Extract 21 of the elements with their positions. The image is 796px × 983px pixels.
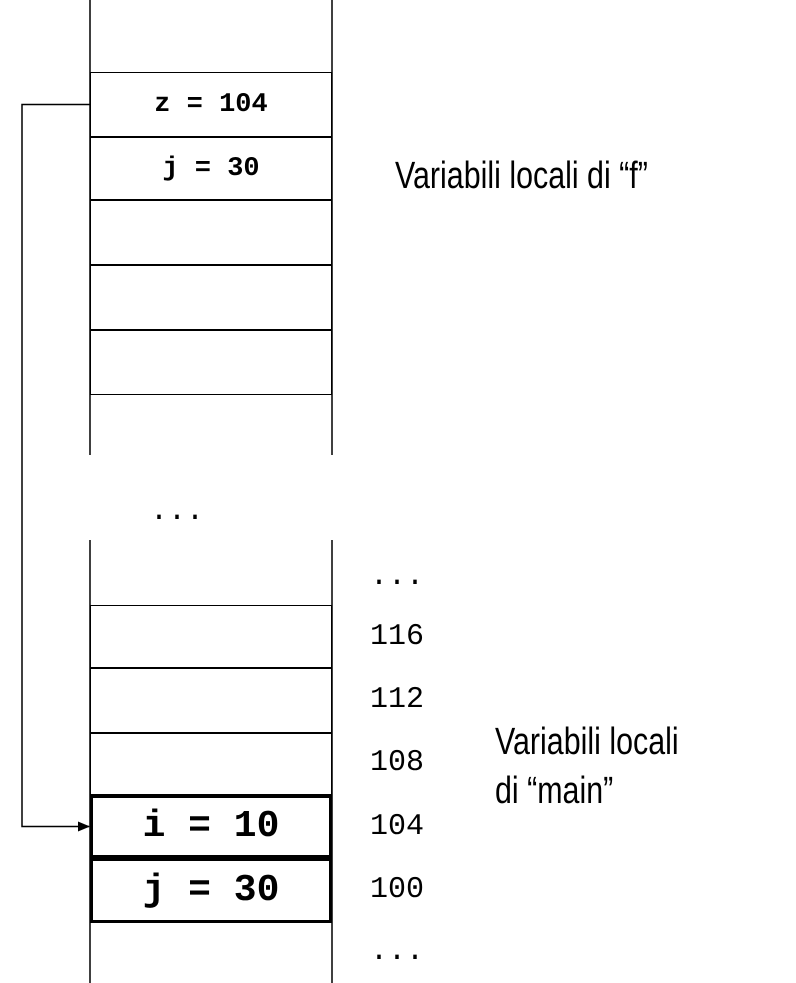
- ellipsis: ...: [370, 560, 424, 594]
- empty-memory-cell: [90, 330, 332, 395]
- pointer-arrow: [21, 104, 90, 832]
- empty-memory-cell: [90, 265, 332, 330]
- memory-cell: j = 30: [90, 858, 332, 923]
- empty-memory-cell: [90, 668, 332, 733]
- section-label: Variabili locali di “f”: [395, 154, 648, 199]
- empty-memory-cell: [90, 605, 332, 668]
- memory-cell: z = 104: [90, 72, 332, 137]
- address-label: 116: [370, 620, 424, 654]
- ellipsis: ...: [150, 495, 204, 529]
- ellipsis: ...: [370, 935, 424, 969]
- memory-cell: j = 30: [90, 137, 332, 200]
- address-label: 104: [370, 810, 424, 844]
- address-label: 108: [370, 746, 424, 780]
- memory-cell: i = 10: [90, 795, 332, 858]
- address-label: 100: [370, 873, 424, 907]
- empty-memory-cell: [90, 733, 332, 795]
- section-label: Variabili locali di “main”: [495, 720, 680, 814]
- empty-memory-cell: [90, 200, 332, 265]
- address-label: 112: [370, 683, 424, 717]
